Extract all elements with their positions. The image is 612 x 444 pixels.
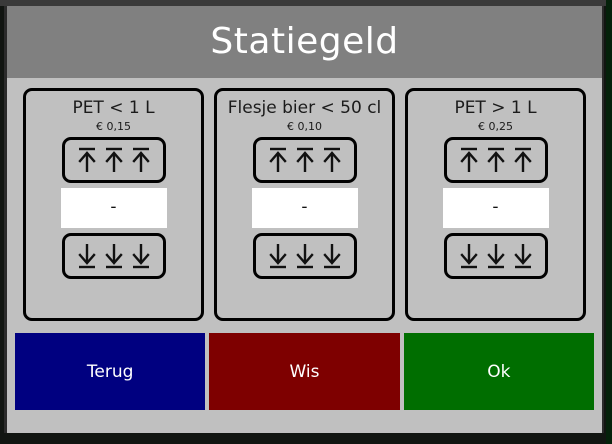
arrow-up-to-bar-icon bbox=[104, 147, 123, 172]
increase-button-pet-large[interactable] bbox=[443, 136, 548, 183]
page-title: Statiegeld bbox=[210, 21, 399, 62]
panel-title: Flesje bier < 50 cl bbox=[227, 98, 382, 118]
deposit-panel-beer-bottle: Flesje bier < 50 cl € 0,10 bbox=[214, 88, 395, 321]
arrow-down-to-bar-icon bbox=[268, 243, 287, 268]
arrow-up-to-bar-icon bbox=[268, 147, 287, 172]
dialog-title-bar: Statiegeld bbox=[7, 6, 602, 78]
back-button-label: Terug bbox=[86, 361, 134, 382]
desktop-chrome-right bbox=[606, 0, 612, 444]
arrow-up-to-bar-icon bbox=[486, 147, 505, 172]
deposit-panel-pet-small: PET < 1 L € 0,15 bbox=[23, 88, 204, 321]
arrow-up-to-bar-icon bbox=[295, 147, 314, 172]
panel-price: € 0,15 bbox=[96, 119, 131, 133]
arrow-up-to-bar-icon bbox=[459, 147, 478, 172]
statiegeld-dialog: Statiegeld PET < 1 L € 0,15 bbox=[4, 6, 604, 433]
arrow-up-to-bar-icon bbox=[131, 147, 150, 172]
arrow-down-to-bar-icon bbox=[513, 243, 532, 268]
panel-title: PET > 1 L bbox=[454, 98, 537, 118]
back-button[interactable]: Terug bbox=[15, 333, 206, 410]
arrow-down-to-bar-icon bbox=[104, 243, 123, 268]
count-field-beer-bottle[interactable]: - bbox=[251, 187, 358, 228]
decrease-button-beer-bottle[interactable] bbox=[252, 232, 357, 279]
count-value: - bbox=[110, 197, 117, 218]
arrow-up-to-bar-icon bbox=[77, 147, 96, 172]
panel-price: € 0,10 bbox=[287, 119, 322, 133]
arrow-up-to-bar-icon bbox=[322, 147, 341, 172]
count-field-pet-large[interactable]: - bbox=[442, 187, 549, 228]
deposit-panel-group: PET < 1 L € 0,15 bbox=[23, 88, 586, 321]
action-button-row: Terug Wis Ok bbox=[15, 333, 594, 410]
deposit-panel-pet-large: PET > 1 L € 0,25 bbox=[405, 88, 586, 321]
arrow-down-to-bar-icon bbox=[295, 243, 314, 268]
panel-price: € 0,25 bbox=[478, 119, 513, 133]
arrow-up-to-bar-icon bbox=[513, 147, 532, 172]
arrow-down-to-bar-icon bbox=[486, 243, 505, 268]
arrow-down-to-bar-icon bbox=[459, 243, 478, 268]
count-value: - bbox=[492, 197, 499, 218]
decrease-button-pet-large[interactable] bbox=[443, 232, 548, 279]
ok-button[interactable]: Ok bbox=[403, 333, 594, 410]
increase-button-beer-bottle[interactable] bbox=[252, 136, 357, 183]
arrow-down-to-bar-icon bbox=[77, 243, 96, 268]
dialog-body: PET < 1 L € 0,15 bbox=[7, 78, 602, 433]
ok-button-label: Ok bbox=[487, 361, 511, 382]
arrow-down-to-bar-icon bbox=[131, 243, 150, 268]
panel-title: PET < 1 L bbox=[72, 98, 155, 118]
increase-button-pet-small[interactable] bbox=[61, 136, 166, 183]
clear-button[interactable]: Wis bbox=[209, 333, 400, 410]
count-field-pet-small[interactable]: - bbox=[60, 187, 167, 228]
clear-button-label: Wis bbox=[289, 361, 320, 382]
decrease-button-pet-small[interactable] bbox=[61, 232, 166, 279]
count-value: - bbox=[301, 197, 308, 218]
desktop-chrome-top bbox=[0, 0, 612, 6]
arrow-down-to-bar-icon bbox=[322, 243, 341, 268]
